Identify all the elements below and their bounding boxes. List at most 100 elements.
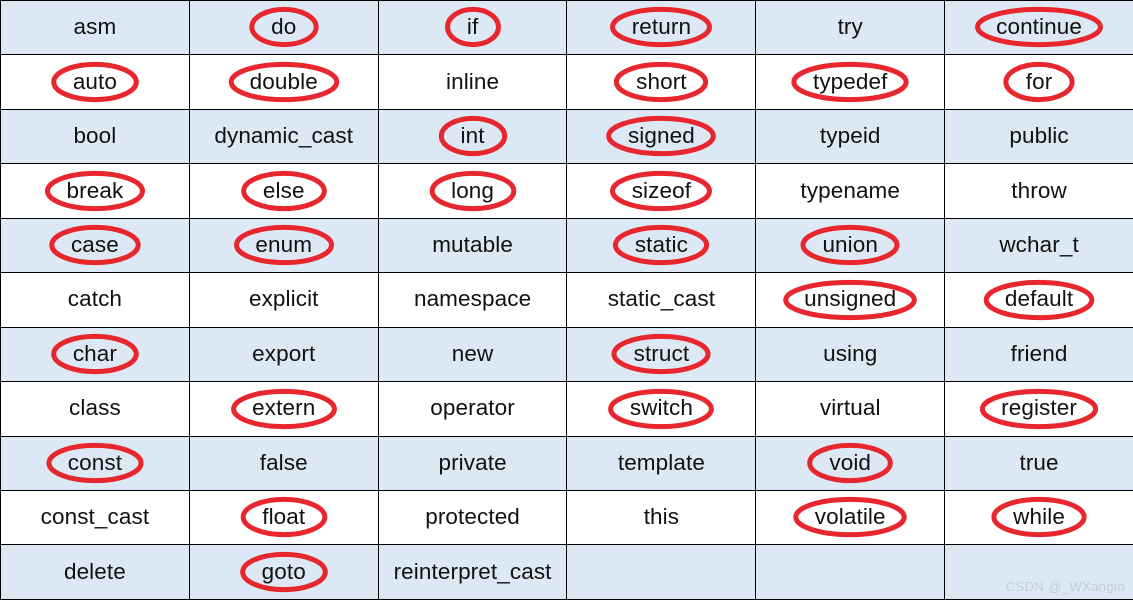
- keyword-cell: typeid: [756, 109, 945, 163]
- keyword-label: mutable: [430, 234, 515, 257]
- empty-cell: [756, 545, 945, 599]
- keyword-cell: delete: [1, 545, 190, 599]
- keyword-label: return: [630, 16, 693, 39]
- keyword-wrapper: private: [436, 452, 508, 475]
- keyword-label: short: [634, 71, 689, 94]
- keyword-label: const_cast: [39, 506, 152, 529]
- keyword-wrapper: char: [71, 343, 119, 366]
- keyword-wrapper: struct: [632, 343, 692, 366]
- keyword-wrapper: public: [1007, 125, 1070, 148]
- keyword-wrapper: inline: [444, 71, 501, 94]
- empty-cell: [567, 545, 756, 599]
- keyword-wrapper: false: [258, 452, 310, 475]
- keyword-cell: using: [756, 327, 945, 381]
- keyword-label: catch: [66, 288, 124, 311]
- keyword-wrapper: const: [66, 452, 124, 475]
- keyword-wrapper: sizeof: [630, 180, 693, 203]
- keyword-wrapper: else: [261, 180, 307, 203]
- keyword-wrapper: case: [69, 234, 121, 257]
- keyword-wrapper: mutable: [430, 234, 515, 257]
- keyword-cell: reinterpret_cast: [378, 545, 567, 599]
- keyword-label: sizeof: [630, 180, 693, 203]
- keyword-cell: typedef: [756, 55, 945, 109]
- keyword-label: private: [436, 452, 508, 475]
- keyword-label: reinterpret_cast: [392, 561, 554, 584]
- keyword-label: volatile: [813, 506, 888, 529]
- keyword-cell: wchar_t: [945, 218, 1133, 272]
- keyword-label: bool: [71, 125, 118, 148]
- keyword-wrapper: explicit: [247, 288, 321, 311]
- keyword-label: dynamic_cast: [212, 125, 355, 148]
- keyword-wrapper: catch: [66, 288, 124, 311]
- keyword-wrapper: try: [836, 16, 865, 39]
- keyword-wrapper: break: [65, 180, 126, 203]
- keyword-cell: if: [378, 1, 567, 55]
- keyword-wrapper: do: [269, 16, 298, 39]
- keyword-label: break: [65, 180, 126, 203]
- keyword-wrapper: template: [616, 452, 707, 475]
- keyword-wrapper: static: [633, 234, 690, 257]
- keyword-cell: typename: [756, 164, 945, 218]
- keyword-cell: volatile: [756, 490, 945, 544]
- keyword-wrapper: continue: [994, 16, 1084, 39]
- keyword-label: struct: [632, 343, 692, 366]
- keyword-label: int: [459, 125, 487, 148]
- keyword-label: unsigned: [802, 288, 898, 311]
- keyword-cell: namespace: [378, 273, 567, 327]
- keyword-cell: const_cast: [1, 490, 190, 544]
- keyword-cell: return: [567, 1, 756, 55]
- keyword-wrapper: double: [248, 71, 320, 94]
- keyword-cell: explicit: [189, 273, 378, 327]
- keyword-wrapper: signed: [626, 125, 697, 148]
- keyword-label: default: [1003, 288, 1075, 311]
- keyword-label: explicit: [247, 288, 321, 311]
- keyword-cell: switch: [567, 382, 756, 436]
- keyword-label: delete: [62, 561, 128, 584]
- keyword-cell: int: [378, 109, 567, 163]
- keyword-cell: default: [945, 273, 1133, 327]
- keyword-cell: public: [945, 109, 1133, 163]
- keyword-cell: friend: [945, 327, 1133, 381]
- keyword-cell: catch: [1, 273, 190, 327]
- keyword-wrapper: delete: [62, 561, 128, 584]
- keyword-wrapper: dynamic_cast: [212, 125, 355, 148]
- keyword-label: new: [450, 343, 496, 366]
- keyword-label: auto: [71, 71, 119, 94]
- keyword-wrapper: protected: [423, 506, 522, 529]
- keyword-wrapper: union: [820, 234, 880, 257]
- keyword-label: inline: [444, 71, 501, 94]
- keyword-label: goto: [260, 561, 308, 584]
- keyword-cell: do: [189, 1, 378, 55]
- keyword-label: class: [67, 397, 123, 420]
- table-row: case enum mutable static union wchar_t: [1, 218, 1133, 272]
- keyword-label: signed: [626, 125, 697, 148]
- keyword-cell: signed: [567, 109, 756, 163]
- keyword-wrapper: typedef: [811, 71, 890, 94]
- keyword-wrapper: if: [465, 16, 480, 39]
- keyword-cell: bool: [1, 109, 190, 163]
- keyword-wrapper: operator: [428, 397, 517, 420]
- keyword-label: false: [258, 452, 310, 475]
- keyword-label: const: [66, 452, 124, 475]
- keyword-label: long: [449, 180, 496, 203]
- keyword-wrapper: long: [449, 180, 496, 203]
- keyword-label: this: [642, 506, 681, 529]
- keyword-cell: false: [189, 436, 378, 490]
- keyword-cell: short: [567, 55, 756, 109]
- keyword-label: do: [269, 16, 298, 39]
- keyword-label: continue: [994, 16, 1084, 39]
- keyword-wrapper: static_cast: [606, 288, 717, 311]
- keyword-cell: double: [189, 55, 378, 109]
- keyword-cell: while: [945, 490, 1133, 544]
- keyword-cell: true: [945, 436, 1133, 490]
- keyword-cell: long: [378, 164, 567, 218]
- keyword-wrapper: reinterpret_cast: [392, 561, 554, 584]
- keyword-cell: extern: [189, 382, 378, 436]
- keyword-cell: this: [567, 490, 756, 544]
- table-row: bool dynamic_cast int signed typeid public: [1, 109, 1133, 163]
- keyword-wrapper: typeid: [818, 125, 883, 148]
- keyword-cell: new: [378, 327, 567, 381]
- keyword-wrapper: enum: [253, 234, 314, 257]
